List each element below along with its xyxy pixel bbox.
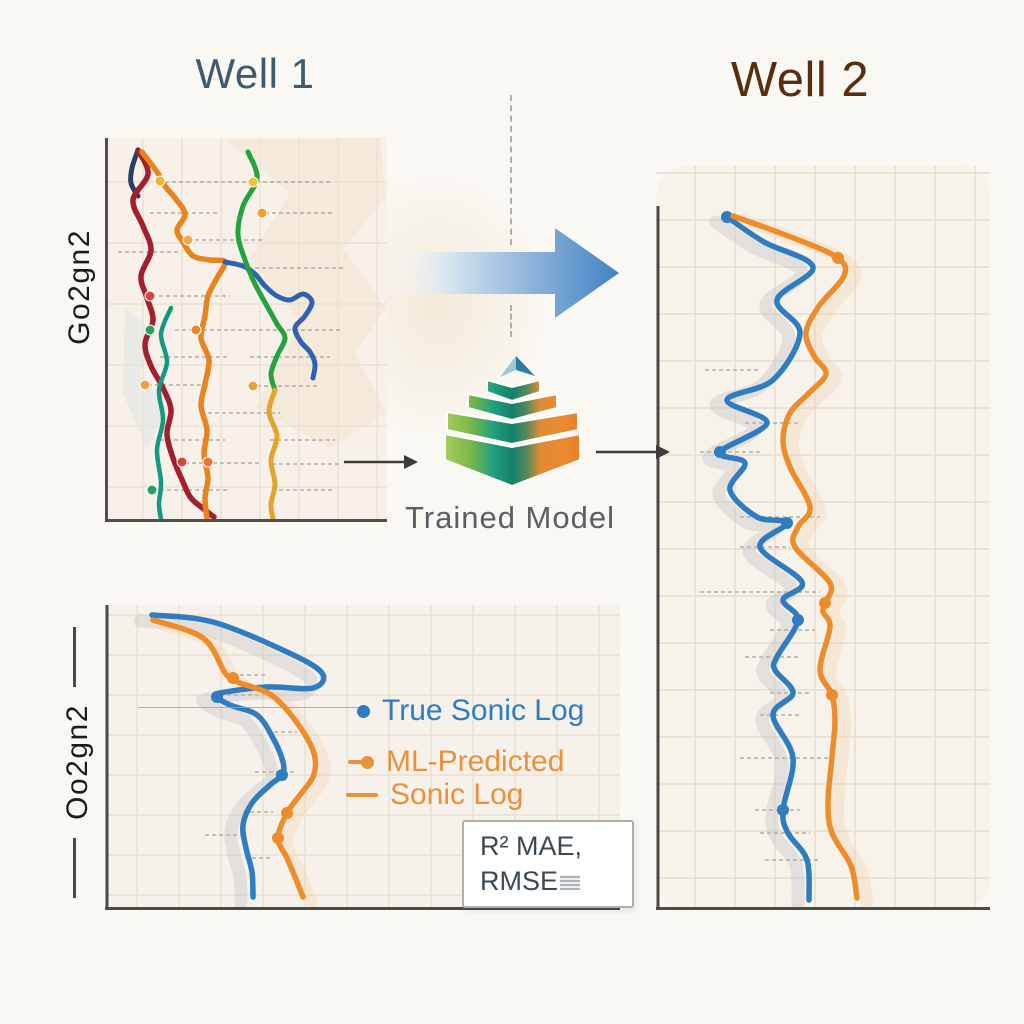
annotation-marker bbox=[190, 324, 202, 336]
metrics-line2: RMSE bbox=[480, 864, 632, 899]
log-orange-curve bbox=[139, 149, 228, 522]
predicted-sonic-marker bbox=[832, 252, 844, 264]
true-sonic-curve bbox=[149, 612, 327, 900]
annotation-marker bbox=[154, 175, 166, 187]
legend-item-true-sonic: True Sonic Log bbox=[357, 694, 585, 728]
annotation-marker bbox=[247, 176, 259, 188]
annotation-marker bbox=[139, 379, 151, 391]
well2-prediction-track bbox=[656, 166, 990, 910]
legend-item-sonic-log: Sonic Log bbox=[346, 778, 523, 812]
metrics-r2-mae: R² MAE, bbox=[480, 830, 583, 861]
panel-bg bbox=[656, 166, 990, 910]
legend-label-true-sonic: True Sonic Log bbox=[382, 694, 585, 727]
annotation-marker bbox=[176, 456, 188, 468]
true-sonic-marker bbox=[211, 691, 223, 703]
arrow-into-model-icon bbox=[344, 455, 418, 469]
annotation-marker bbox=[182, 234, 194, 246]
metrics-box: R² MAE, RMSE bbox=[462, 820, 634, 908]
annotation-marker bbox=[247, 380, 259, 392]
predicted-sonic-marker bbox=[826, 689, 838, 701]
dashed-separator-top bbox=[510, 95, 512, 245]
predicted-sonic-marker bbox=[227, 672, 239, 684]
true-sonic-marker bbox=[721, 211, 733, 223]
annotation-marker bbox=[202, 456, 214, 468]
predicted-sonic-marker bbox=[819, 597, 831, 609]
legend-item-ml-predicted: ML-Predicted bbox=[348, 745, 564, 779]
dashed-separator-bottom bbox=[510, 305, 512, 337]
legend-leader-line bbox=[138, 707, 366, 708]
predicted-sonic-marker bbox=[272, 832, 284, 844]
well1-title: Well 1 bbox=[195, 50, 315, 97]
log-teal-curve bbox=[154, 305, 174, 522]
annotation-marker bbox=[146, 484, 158, 496]
true-sonic-marker bbox=[781, 517, 793, 529]
metrics-line1: R² MAE, bbox=[480, 829, 632, 864]
log-blue-curve bbox=[222, 259, 318, 381]
well1-depth-axis-label: Go2gn2 bbox=[63, 229, 96, 345]
trained-model-label: Trained Model bbox=[404, 500, 615, 535]
predicted-sonic-shadow bbox=[737, 214, 873, 908]
annotation-marker bbox=[144, 324, 156, 336]
legend-dot-marker bbox=[357, 704, 370, 718]
true-sonic-marker bbox=[777, 804, 789, 816]
bg-patch bbox=[123, 308, 167, 448]
annotation-marker bbox=[256, 207, 268, 219]
log-red-curve bbox=[130, 147, 217, 520]
garbled-glyph bbox=[560, 875, 581, 890]
predicted-sonic-marker bbox=[281, 807, 293, 819]
true-sonic-shadow bbox=[133, 614, 319, 910]
true-sonic-curve bbox=[717, 214, 816, 903]
true-sonic-marker bbox=[792, 614, 804, 626]
true-sonic-marker bbox=[276, 769, 288, 781]
arrow-into-well2-icon bbox=[596, 445, 670, 459]
flow-arrow-icon bbox=[385, 228, 619, 318]
legend-label-sonic-log: Sonic Log bbox=[390, 778, 524, 811]
axis-tick-upper bbox=[73, 627, 76, 687]
axis-tick-lower bbox=[73, 838, 76, 898]
legend-line-marker bbox=[346, 793, 378, 797]
log-green-curve bbox=[235, 149, 288, 393]
layered-model-icon bbox=[444, 356, 581, 488]
predicted-sonic-curve bbox=[730, 213, 860, 901]
lower-depth-axis-label: Oo2gn2 bbox=[61, 704, 94, 820]
annotation-marker bbox=[144, 290, 156, 302]
legend-line-dot-marker bbox=[348, 755, 374, 769]
log-gold-curve bbox=[266, 387, 280, 522]
true-sonic-marker bbox=[714, 446, 726, 458]
metrics-rmse: RMSE bbox=[480, 866, 559, 896]
legend-label-ml-predicted: ML-Predicted bbox=[386, 745, 565, 778]
well1-log-track bbox=[105, 138, 387, 522]
well2-title: Well 2 bbox=[730, 53, 870, 107]
